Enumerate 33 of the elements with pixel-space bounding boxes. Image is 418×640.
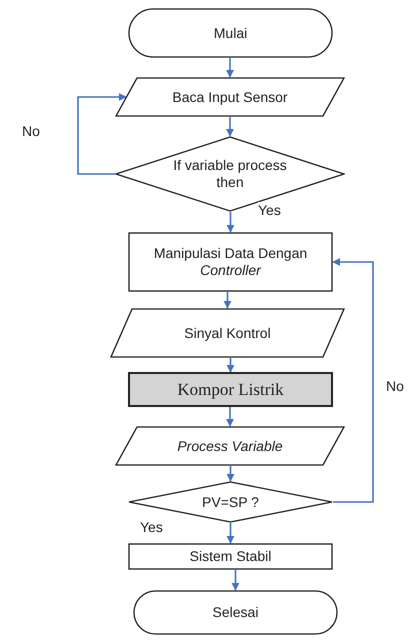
arrow: [226, 212, 234, 233]
io-parallelogram: [115, 77, 345, 117]
node-text: Kompor Listrik: [177, 381, 284, 398]
edge-label: No: [22, 123, 40, 139]
node-text: Sinyal Kontrol: [184, 324, 271, 342]
arrow: [224, 292, 232, 309]
io-parallelogram: [110, 308, 345, 358]
node-text: If variable process then: [172, 157, 288, 191]
io-parallelogram: [115, 426, 345, 466]
process-box: [128, 372, 333, 407]
process-box: [128, 232, 333, 292]
node-text: Mulai: [214, 24, 248, 42]
edge-label: Yes: [258, 202, 281, 218]
decision-diamond: [128, 481, 333, 523]
arrow: [332, 258, 374, 503]
arrow: [77, 93, 127, 175]
arrow: [226, 523, 234, 544]
arrow: [226, 58, 234, 78]
arrow: [226, 466, 234, 482]
node-text: Baca Input Sensor: [172, 88, 288, 106]
edge-label: No: [386, 378, 404, 394]
edge-label: Yes: [140, 519, 163, 535]
node-text: Manipulasi Data Dengan Controller: [152, 245, 308, 279]
node-text: Process Variable: [177, 438, 283, 454]
node-text: PV=SP ?: [202, 494, 259, 510]
arrow: [226, 117, 234, 137]
arrow: [226, 358, 234, 373]
terminal-shape: [133, 590, 338, 635]
arrow: [226, 407, 234, 427]
node-text: Sistem Stabil: [190, 548, 272, 565]
arrow: [232, 570, 240, 591]
node-text: Selesai: [212, 604, 258, 621]
process-box: [128, 543, 333, 570]
